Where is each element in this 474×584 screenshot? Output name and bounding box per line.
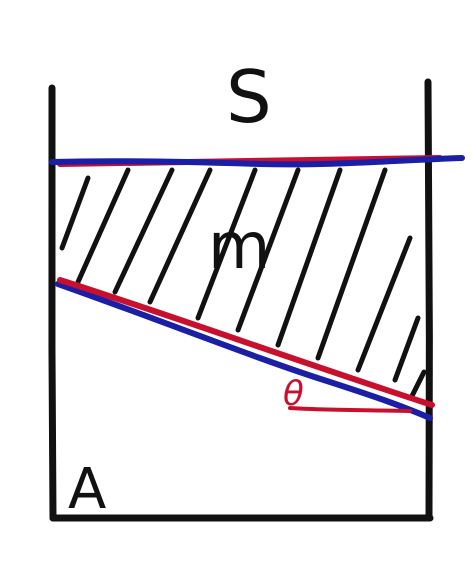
- piston-bottom-blue-line: [55, 281, 433, 421]
- container-right-wall: [424, 78, 433, 522]
- container-left-wall: [48, 84, 57, 522]
- label-bottom-A: A: [68, 457, 106, 522]
- angle-marker: θ: [283, 374, 412, 414]
- angle-theta-label: θ: [283, 374, 304, 414]
- piston-top-blue-line: [49, 155, 465, 168]
- piston-hatching: [59, 167, 427, 403]
- label-top-S: S: [226, 55, 272, 139]
- label-mass-m: m: [208, 210, 270, 284]
- piston-bottom-red-line: [57, 277, 435, 408]
